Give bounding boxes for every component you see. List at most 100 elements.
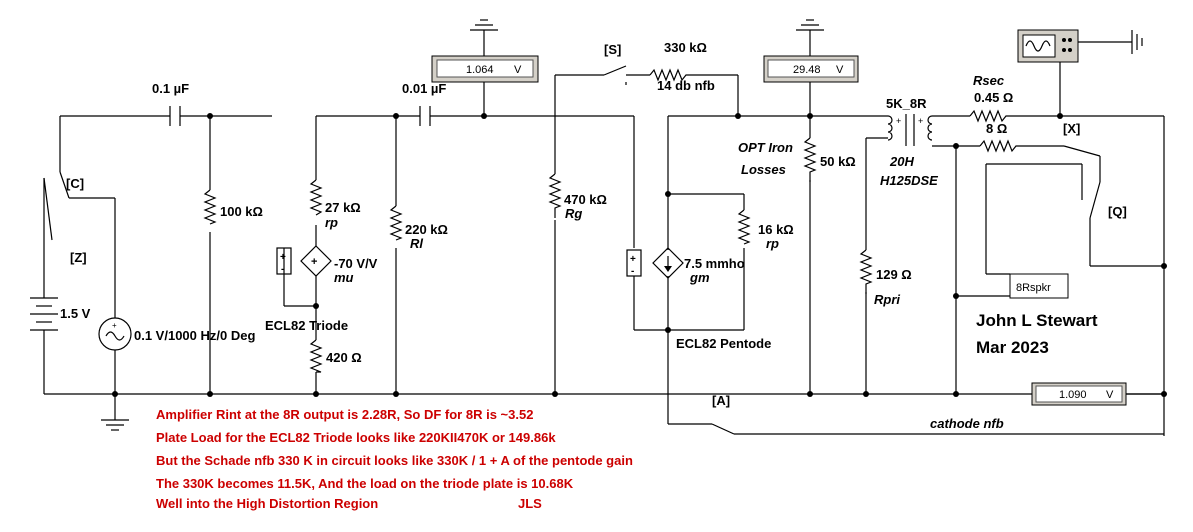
switch-s[interactable] (603, 65, 627, 85)
speaker-label: 8Rspkr (1016, 282, 1051, 294)
losses-label: Losses (741, 162, 786, 177)
svg-text:+: + (112, 321, 117, 330)
note-line-3: But the Schade nfb 330 K in circuit look… (156, 453, 633, 468)
ground-symbol-scope (1131, 30, 1143, 54)
resistor-330k[interactable] (649, 68, 690, 82)
meter2-value: 29.48 (793, 64, 821, 76)
cathode-nfb-label: cathode nfb (930, 416, 1004, 431)
rp-label: rp (325, 215, 338, 230)
svg-text:-: - (281, 264, 284, 275)
voltmeter-2[interactable]: 29.48 V (763, 55, 859, 83)
resistor-50k[interactable] (803, 137, 817, 182)
svg-text:+: + (896, 116, 901, 126)
xfmr-model-label: H125DSE (880, 173, 938, 188)
switch-q-label: [Q] (1108, 204, 1127, 219)
r8-label: 8 Ω (986, 121, 1007, 136)
mu-label: mu (334, 270, 354, 285)
source-label: 0.1 V/1000 Hz/0 Deg (134, 328, 255, 343)
meter1-unit: V (514, 64, 522, 76)
r100k-label: 100 kΩ (220, 204, 263, 219)
note-line-2: Plate Load for the ECL82 Triode looks li… (156, 430, 556, 445)
svg-text:+: + (630, 254, 636, 265)
output-transformer[interactable]: + + (887, 114, 933, 146)
note-line-5: Well into the High Distortion Region (156, 496, 378, 511)
switch-x-label: [X] (1063, 121, 1080, 136)
svg-text:+: + (311, 256, 317, 268)
cap2-label: 0.01 µF (402, 81, 446, 96)
r16k-label: 16 kΩ (758, 222, 794, 237)
junctions (112, 113, 1167, 397)
svg-text:+: + (280, 252, 286, 263)
resistor-16k[interactable] (737, 209, 751, 245)
resistor-rsec[interactable] (969, 109, 1010, 123)
resistor-129[interactable] (859, 249, 873, 294)
rg-label: Rg (565, 206, 582, 221)
vccs-gain-label: 7.5 mmho (684, 256, 745, 271)
notes-block: Amplifier Rint at the 8R output is 2.28R… (156, 407, 633, 511)
resistor-8[interactable] (979, 139, 1020, 153)
note-line-4: The 330K becomes 11.5K, And the load on … (156, 476, 574, 491)
resistor-100k[interactable] (203, 189, 217, 225)
author-name: John L Stewart (976, 311, 1098, 330)
note-line-1: Amplifier Rint at the 8R output is 2.28R… (156, 407, 533, 422)
switch-z-label: [Z] (70, 250, 87, 265)
ground-symbol-main (101, 394, 129, 431)
meter3-value: 1.090 (1059, 389, 1087, 401)
author-date: Mar 2023 (976, 338, 1049, 357)
rpri-label: Rpri (874, 292, 900, 307)
triode-label: ECL82 Triode (265, 318, 348, 333)
note-initials: JLS (518, 496, 542, 511)
oscilloscope-icon[interactable] (1017, 29, 1079, 63)
speaker-load[interactable]: 8Rspkr (1009, 273, 1069, 299)
r330k-label: 330 kΩ (664, 40, 707, 55)
r220k-label: 220 kΩ (405, 222, 448, 237)
vccs-pentode[interactable]: + - (626, 247, 684, 279)
vcvs-gain-label: -70 V/V (334, 256, 378, 271)
switch-q[interactable] (1081, 181, 1101, 219)
resistor-220k[interactable] (389, 205, 403, 241)
svg-text:+: + (918, 116, 923, 126)
switch-c-label: [C] (66, 176, 84, 191)
capacitor-c2[interactable] (419, 106, 431, 126)
resistor-27k[interactable] (309, 179, 323, 216)
battery-label: 1.5 V (60, 306, 91, 321)
switch-a[interactable] (711, 423, 735, 435)
rsec-value: 0.45 Ω (974, 90, 1013, 105)
xfmr-l-label: 20H (889, 154, 914, 169)
r129-label: 129 Ω (876, 267, 912, 282)
resistor-470k[interactable] (548, 173, 562, 218)
vcvs-triode[interactable]: + + - (276, 245, 332, 277)
meter3-unit: V (1106, 389, 1114, 401)
cap1-label: 0.1 µF (152, 81, 189, 96)
pentode-label: ECL82 Pentode (676, 336, 771, 351)
voltmeter-1[interactable]: 1.064 V (431, 55, 539, 83)
voltmeter-3[interactable]: 1.090 V (1031, 382, 1127, 406)
opt-iron-label: OPT Iron (738, 140, 793, 155)
capacitor-c1[interactable] (169, 106, 181, 126)
battery-symbol[interactable] (30, 297, 58, 331)
rsec-label: Rsec (973, 73, 1005, 88)
resistor-420[interactable] (309, 339, 323, 373)
svg-text:-: - (631, 266, 634, 277)
meter1-value: 1.064 (466, 64, 494, 76)
fb-label: 14 db nfb (657, 78, 715, 93)
wires (43, 30, 1165, 436)
r470k-label: 470 kΩ (564, 192, 607, 207)
gm-label: gm (689, 270, 710, 285)
meter2-unit: V (836, 64, 844, 76)
switch-s-label: [S] (604, 42, 621, 57)
ground-symbol-meter1 (470, 19, 498, 31)
switch-c[interactable] (59, 171, 70, 199)
xfmr-label: 5K_8R (886, 96, 927, 111)
switch-a-label: [A] (712, 393, 730, 408)
rl-label: Rl (410, 236, 423, 251)
r27k-label: 27 kΩ (325, 200, 361, 215)
rp2-label: rp (766, 236, 779, 251)
ac-source-icon[interactable]: + (98, 317, 132, 351)
r50k-label: 50 kΩ (820, 154, 856, 169)
switch-x[interactable] (1063, 145, 1101, 157)
ground-symbol-meter2 (796, 19, 824, 31)
switch-z[interactable] (43, 177, 53, 270)
r420-label: 420 Ω (326, 350, 362, 365)
